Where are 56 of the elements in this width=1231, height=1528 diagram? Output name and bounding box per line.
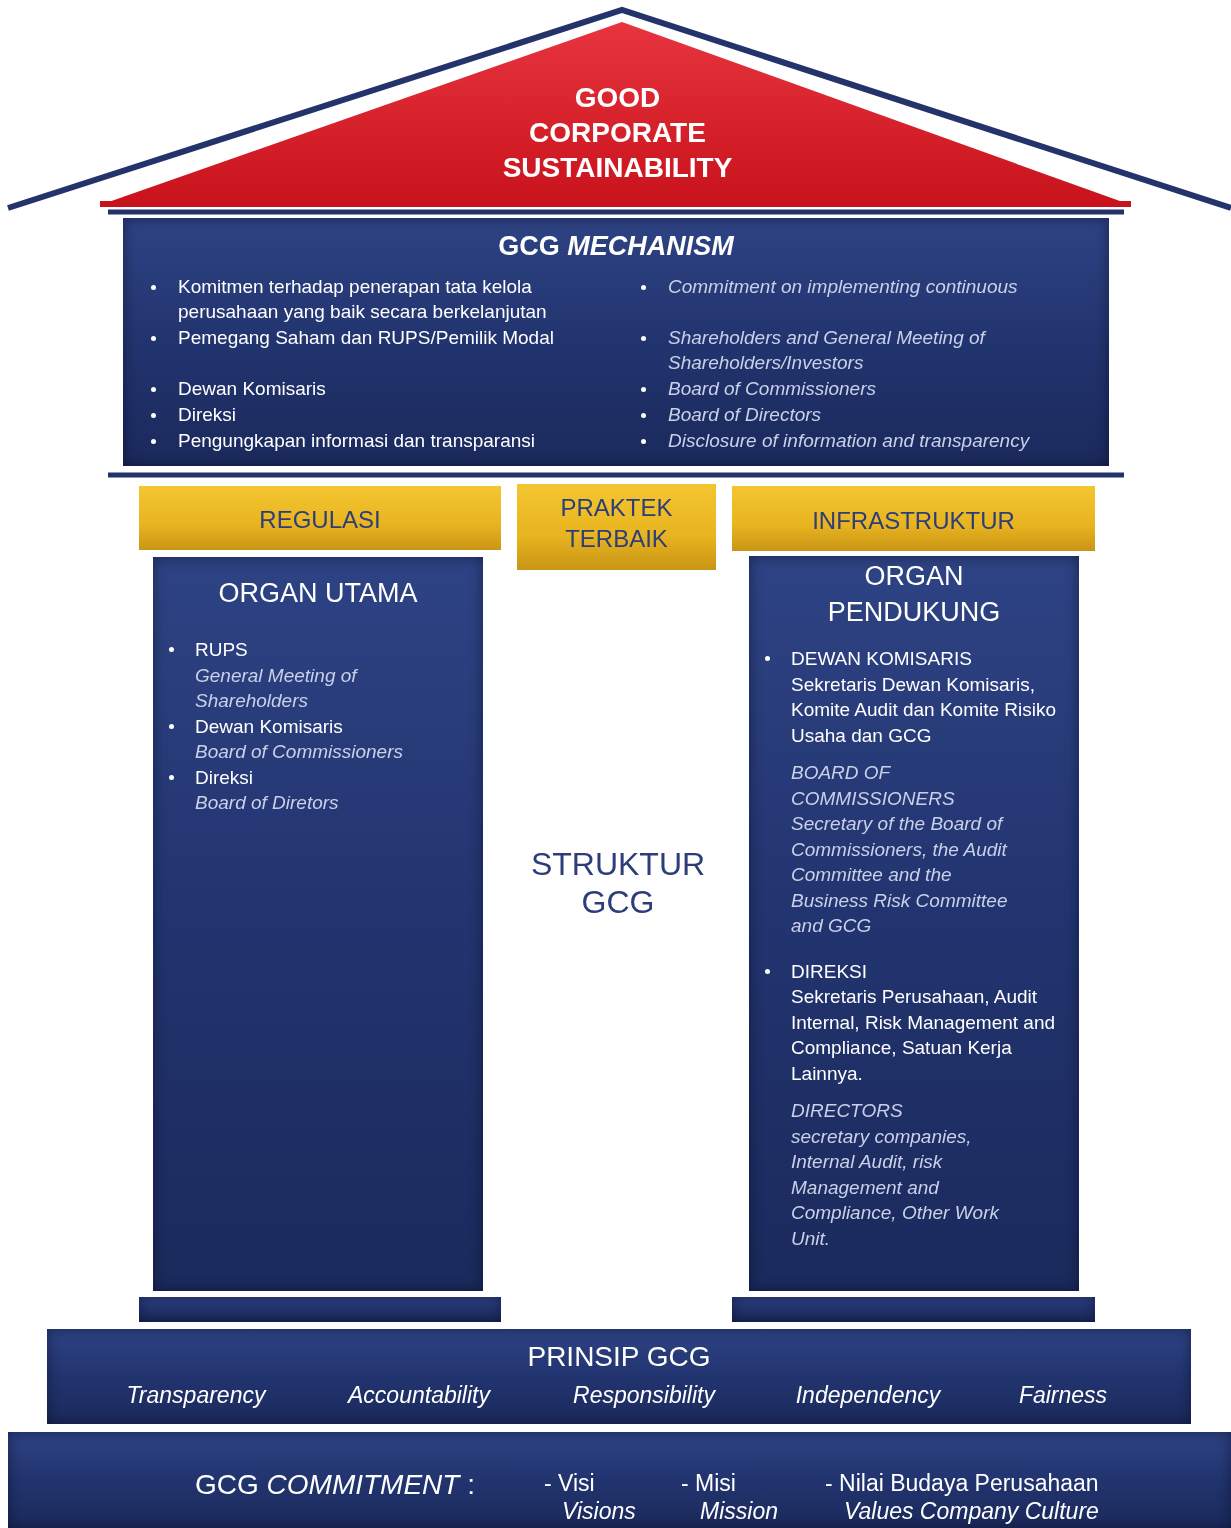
- translation-text: Secretary of the Board of Commissioners, the Audit Committee and the Business Risk Committee and GCG: [791, 812, 1009, 938]
- banner-label: REGULASI: [258, 505, 382, 535]
- roof-triangle: [100, 22, 1131, 207]
- commitment-item: - Visi: [544, 1469, 596, 1497]
- list-item: Shareholders and General Meeting of Shareholders/Investors: [668, 326, 988, 375]
- principles-band: [47, 1329, 1191, 1424]
- translation-text: Board of Diretors: [195, 791, 340, 815]
- translation-text: Board of Commissioners: [195, 740, 405, 764]
- list-item: Dewan Komisaris: [178, 377, 327, 401]
- description-text: Sekretaris Perusahaan, Audit Internal, Risk Management and Compliance, Satuan Kerja Lainnya.: [791, 985, 1057, 1086]
- list-item: Direksi: [195, 765, 255, 790]
- section-heading: PRINSIP GCG: [526, 1340, 712, 1374]
- translation-text: secretary companies, Internal Audit, risk Management and Compliance, Other Work Unit.: [791, 1124, 1001, 1251]
- translation-text: DIRECTORS: [791, 1099, 904, 1123]
- list-item: Dewan Komisaris: [195, 714, 344, 739]
- principle-banner: [517, 484, 716, 570]
- list-item: RUPS: [195, 638, 249, 662]
- translation-text: BOARD OF COMMISSIONERS: [791, 761, 956, 811]
- principle-banner: [732, 486, 1095, 551]
- translation-text: General Meeting of Shareholders: [195, 663, 359, 713]
- commitment-translation: Mission: [700, 1497, 779, 1525]
- foundation-band: [8, 1432, 1231, 1528]
- roof-title: GOOD CORPORATE SUSTAINABILITY: [501, 81, 734, 185]
- list-item: DIREKSI: [791, 959, 869, 984]
- pillar-panel: [153, 557, 483, 1291]
- mechanism-panel: [123, 218, 1109, 466]
- pillar-base: [732, 1297, 1095, 1322]
- banner-label: INFRASTRUKTUR: [811, 506, 1016, 536]
- list-item: Direksi: [178, 403, 238, 427]
- pillar-heading: ORGAN PENDUKUNG: [826, 560, 1002, 629]
- pillar-heading: ORGAN UTAMA: [217, 577, 419, 610]
- list-item: Pengungkapan informasi dan transparansi: [178, 429, 536, 453]
- description-text: Sekretaris Dewan Komisaris, Komite Audit dan Komite Risiko Usaha dan GCG: [791, 672, 1058, 748]
- center-label: STRUKTUR GCG: [529, 845, 707, 921]
- commitment-translation: Values Company Culture: [844, 1497, 1100, 1525]
- section-heading: GCG MECHANISM: [497, 230, 735, 262]
- banner-label: PRAKTEK TERBAIK: [559, 493, 674, 554]
- principle-label: Fairness: [1017, 1381, 1109, 1410]
- principle-label: Transparency: [125, 1381, 268, 1410]
- list-item: Komitmen terhadap penerapan tata kelola perusahaan yang baik secara berkelanjutan: [178, 275, 548, 324]
- pillar-base: [139, 1297, 501, 1322]
- commitment-item: - Nilai Budaya Perusahaan: [825, 1469, 1100, 1497]
- pillar-panel: [749, 556, 1079, 1291]
- principle-label: Independency: [794, 1381, 942, 1410]
- principle-banner: [139, 486, 501, 550]
- list-item: DEWAN KOMISARIS: [791, 647, 973, 671]
- principle-label: Responsibility: [572, 1381, 717, 1410]
- commitment-translation: Visions: [562, 1497, 637, 1525]
- list-item: Pemegang Saham dan RUPS/Pemilik Modal: [178, 326, 555, 350]
- list-item: Commitment on implementing continuous: [668, 275, 1019, 299]
- list-item: Board of Directors: [668, 403, 823, 427]
- list-item: Disclosure of information and transparency: [668, 429, 1031, 453]
- principle-label: Accountability: [346, 1381, 492, 1410]
- section-heading: GCG COMMITMENT :: [195, 1468, 476, 1502]
- commitment-item: - Misi: [681, 1469, 737, 1497]
- list-item: Board of Commissioners: [668, 377, 878, 401]
